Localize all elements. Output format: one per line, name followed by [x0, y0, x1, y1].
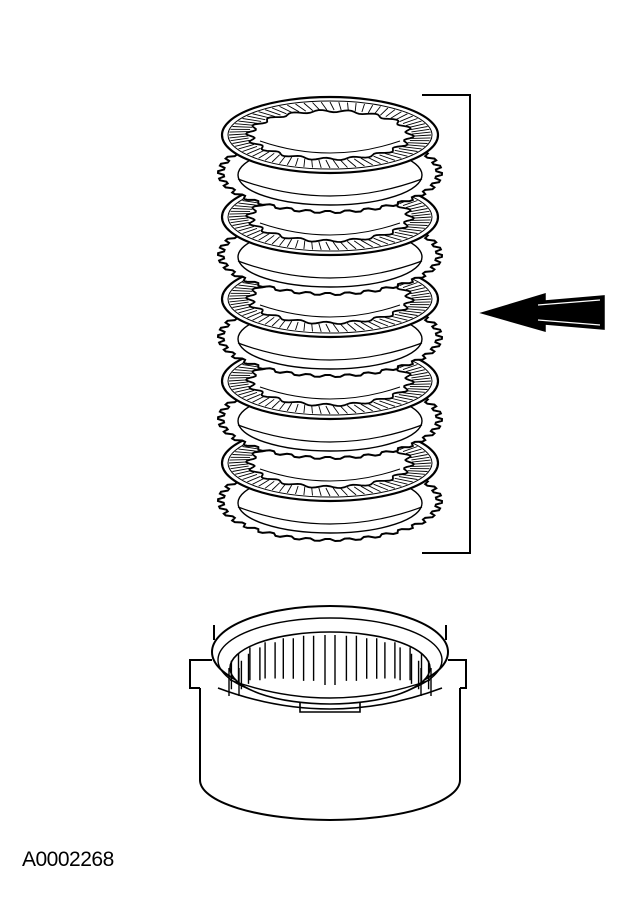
- figure-reference-code: A0002268: [22, 848, 114, 872]
- clutch-plate-stack-icon: [218, 97, 442, 541]
- clutch-drum-icon: [190, 606, 466, 820]
- friction-plate: [222, 97, 438, 173]
- pointer-arrow-icon: [482, 294, 604, 331]
